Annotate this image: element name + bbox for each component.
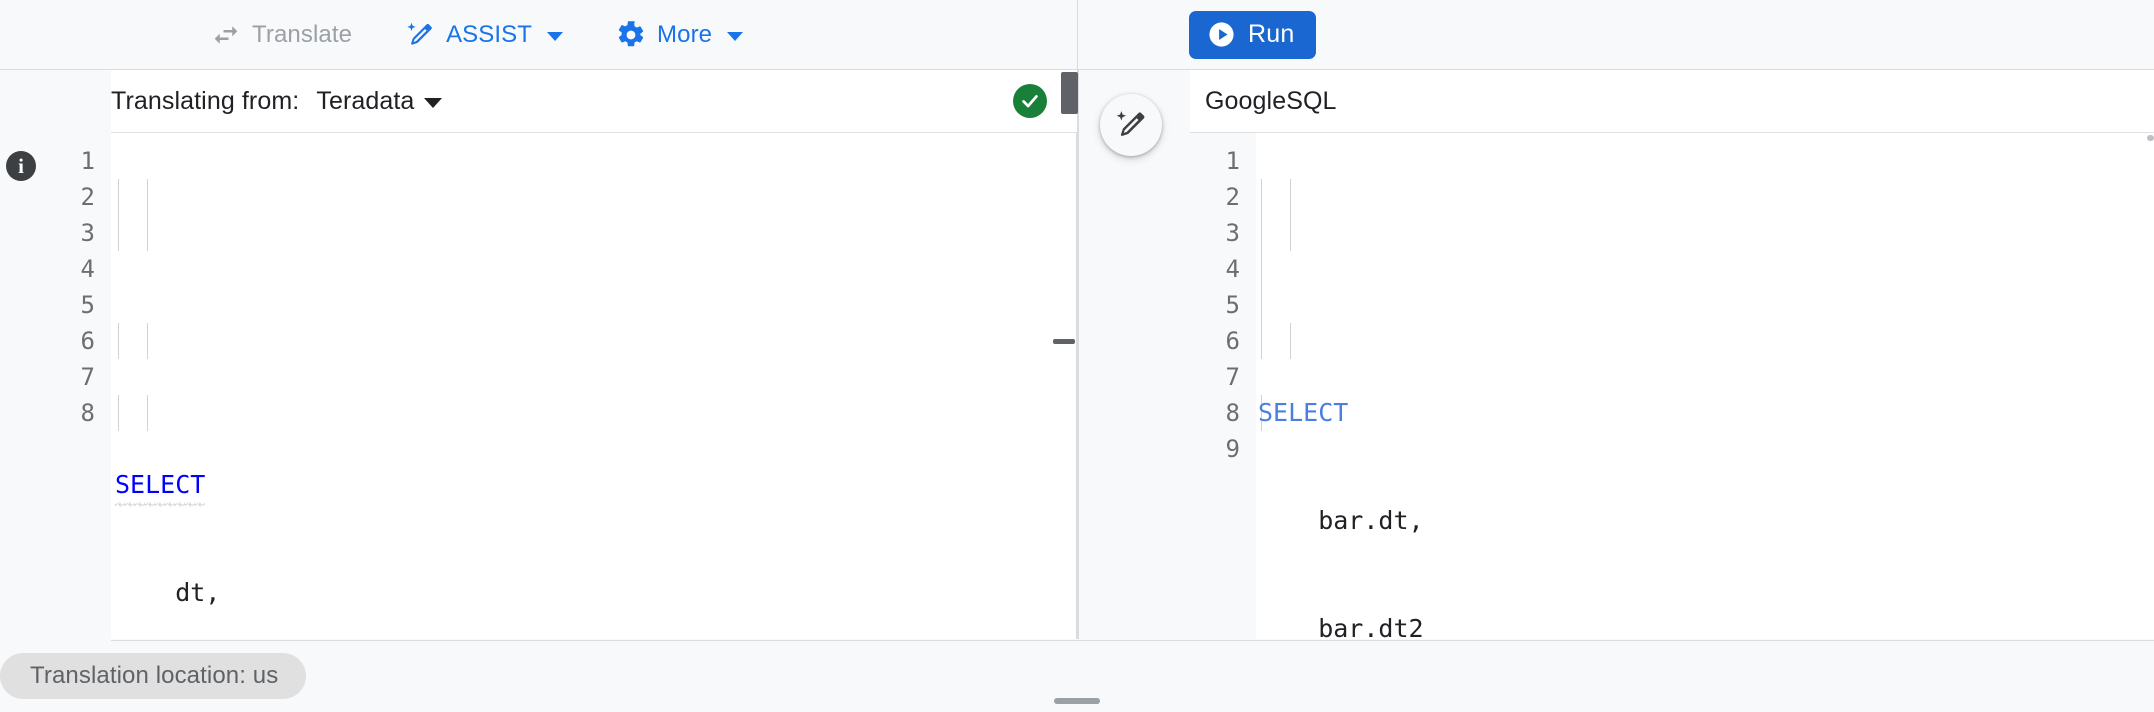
line-number: 3 bbox=[1225, 219, 1240, 247]
indent-guide bbox=[118, 179, 119, 251]
line-number: 1 bbox=[1225, 147, 1240, 175]
source-horizontal-scroll-thumb[interactable] bbox=[1053, 339, 1075, 344]
code-line: SELECT bbox=[111, 467, 1077, 507]
source-language-bar: Translating from: Teradata bbox=[111, 70, 1077, 133]
bottom-resize-handle[interactable] bbox=[1054, 698, 1100, 704]
sql-keyword: SELECT bbox=[115, 467, 206, 507]
line-number: 5 bbox=[1225, 291, 1240, 319]
source-language-value: Teradata bbox=[316, 86, 415, 115]
line-number: 2 bbox=[80, 183, 95, 211]
line-number: 4 bbox=[1225, 255, 1240, 283]
translate-label: Translate bbox=[252, 20, 353, 48]
translation-location-chip[interactable]: Translation location: us bbox=[0, 653, 307, 699]
indent-guide bbox=[1290, 179, 1291, 251]
indent-guide bbox=[1290, 323, 1291, 359]
line-number: 3 bbox=[80, 219, 95, 247]
source-pane-inner-rule bbox=[1076, 133, 1077, 639]
line-number: 6 bbox=[1225, 327, 1240, 355]
chevron-down-icon bbox=[727, 31, 744, 41]
toolbar: Translate ASSIST More bbox=[0, 0, 2154, 70]
divider-line bbox=[1078, 70, 1079, 639]
code-line: SELECT bbox=[1256, 395, 2154, 431]
divider-drag-handle[interactable] bbox=[1061, 72, 1078, 114]
chevron-down-icon bbox=[547, 31, 564, 41]
pane-divider bbox=[1061, 70, 1190, 639]
line-number: 9 bbox=[1225, 435, 1240, 463]
toolbar-left-group: Translate ASSIST More bbox=[0, 0, 1078, 69]
indent-guide bbox=[147, 323, 148, 359]
source-editor-pane: Translating from: Teradata i 1 2 bbox=[0, 70, 1078, 639]
indent-guide bbox=[147, 179, 148, 251]
translate-button[interactable]: Translate bbox=[197, 11, 366, 59]
magic-wand-icon bbox=[405, 20, 435, 50]
sql-keyword: SELECT bbox=[1258, 398, 1349, 427]
code-line: bar.dt, bbox=[1258, 506, 1424, 535]
source-diagnostics-gutter: i bbox=[0, 133, 42, 639]
line-number: 7 bbox=[80, 363, 95, 391]
source-line-numbers: 1 2 3 4 5 6 7 8 bbox=[42, 133, 111, 639]
editor-panes: Translating from: Teradata i 1 2 bbox=[0, 70, 2154, 639]
source-code-area[interactable]: SELECT dt, dt2 FROM foo.bar ORDER BY dt; bbox=[111, 133, 1077, 639]
indent-guide bbox=[147, 395, 148, 431]
check-circle-icon bbox=[1013, 84, 1047, 118]
target-code-area[interactable]: SELECT bar.dt, bar.dt2 FROM foo.bar ORDE… bbox=[1256, 133, 2154, 639]
play-circle-icon bbox=[1207, 20, 1236, 49]
target-language-value: GoogleSQL bbox=[1205, 86, 1337, 115]
assist-left-button[interactable]: ASSIST bbox=[391, 11, 577, 59]
target-editor-pane: GoogleSQL 1 2 3 4 5 6 7 8 9 bbox=[1190, 70, 2154, 639]
line-number: 4 bbox=[80, 255, 95, 283]
translating-from-label: Translating from: bbox=[111, 86, 300, 115]
gear-icon bbox=[616, 20, 646, 50]
indent-guide bbox=[1261, 179, 1262, 359]
line-number: 8 bbox=[1225, 399, 1240, 427]
more-label: More bbox=[657, 20, 713, 48]
run-button[interactable]: Run bbox=[1189, 10, 1317, 59]
toolbar-right-group: Run ASSIST bbox=[1078, 0, 2154, 69]
indent-guide bbox=[118, 323, 119, 359]
indent-guide bbox=[1261, 395, 1262, 431]
status-bar: Translation location: us bbox=[0, 639, 2154, 712]
swap-horizontal-icon bbox=[211, 20, 241, 50]
source-language-select[interactable]: Teradata bbox=[316, 86, 443, 116]
line-number: 2 bbox=[1225, 183, 1240, 211]
indent-guide bbox=[118, 395, 119, 431]
line-number: 7 bbox=[1225, 363, 1240, 391]
line-number: 6 bbox=[80, 327, 95, 355]
source-editor: i 1 2 3 4 5 6 7 8 bbox=[0, 133, 1077, 639]
target-vertical-scrollbar[interactable] bbox=[2147, 133, 2154, 639]
target-editor: 1 2 3 4 5 6 7 8 9 SELECT bar.dt, bbox=[1190, 133, 2154, 639]
line-number: 1 bbox=[80, 147, 95, 175]
chevron-down-icon bbox=[424, 98, 443, 108]
magic-wand-fab-icon[interactable] bbox=[1100, 94, 1162, 156]
target-line-numbers: 1 2 3 4 5 6 7 8 9 bbox=[1190, 133, 1256, 639]
code-line: bar.dt2 bbox=[1258, 614, 1424, 639]
line-number: 8 bbox=[80, 399, 95, 427]
target-language-bar: GoogleSQL bbox=[1190, 70, 2154, 133]
status-bar-top-border bbox=[111, 640, 2154, 641]
run-label: Run bbox=[1248, 20, 1295, 48]
code-line: dt, bbox=[115, 578, 221, 607]
info-icon[interactable]: i bbox=[6, 151, 36, 181]
assist-left-label: ASSIST bbox=[446, 20, 533, 48]
line-number: 5 bbox=[80, 291, 95, 319]
more-button[interactable]: More bbox=[602, 11, 757, 59]
